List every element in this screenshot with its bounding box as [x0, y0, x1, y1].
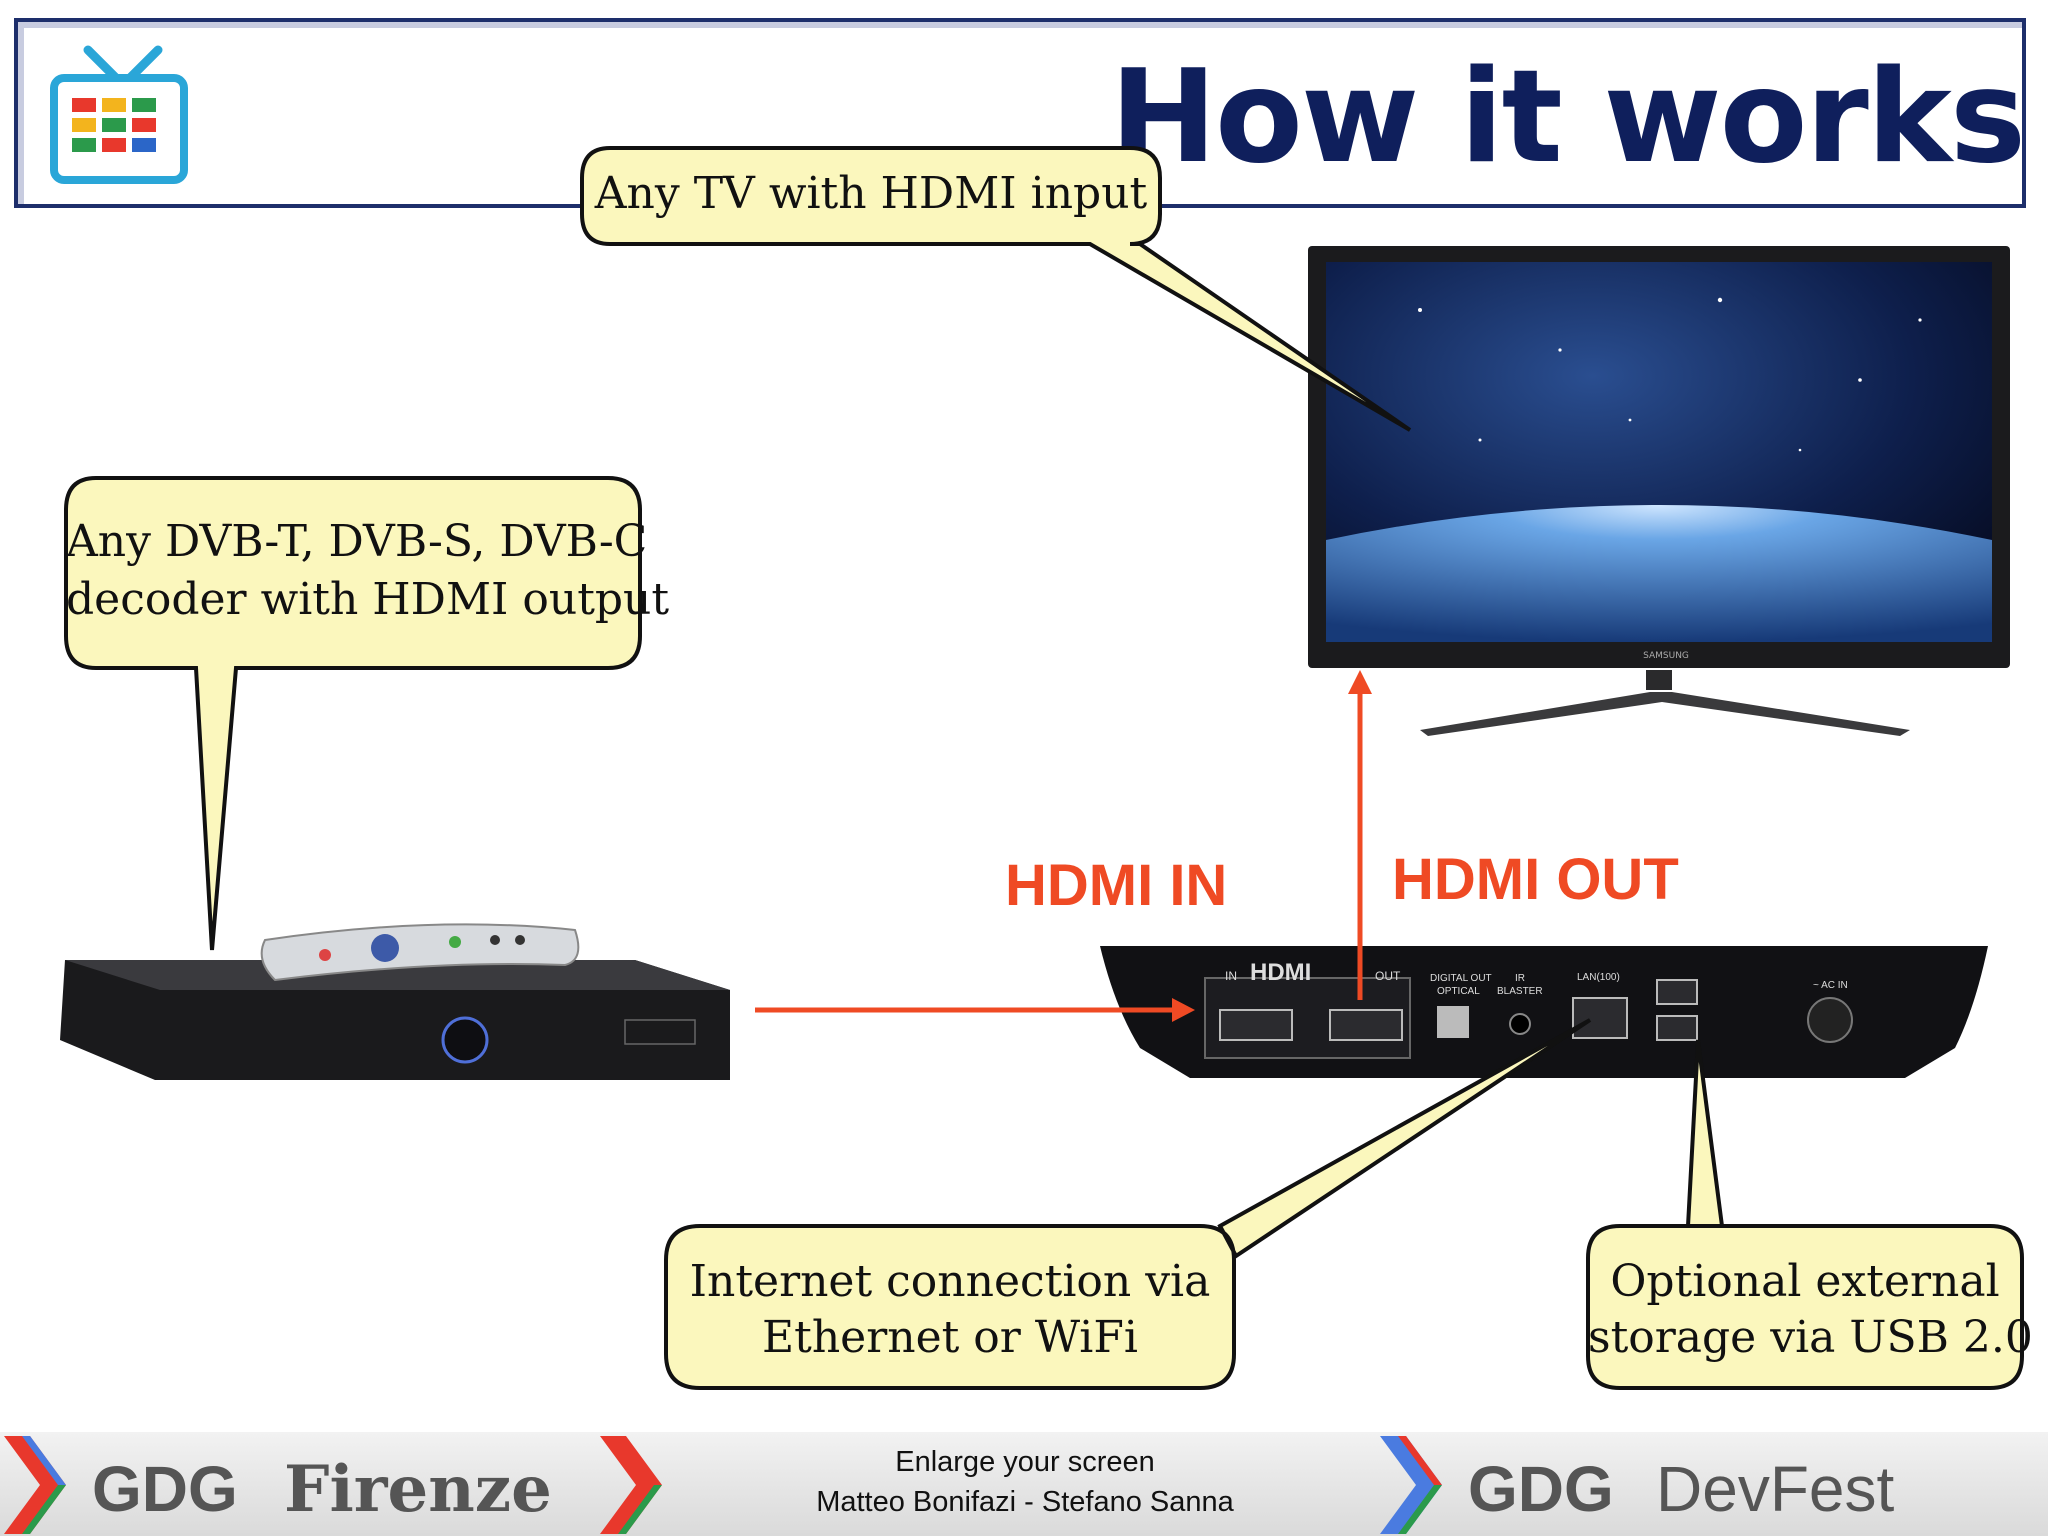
footer-authors: Matteo Bonifazi - Stefano Sanna [816, 1486, 1234, 1518]
hdmi-port-label: HDMI [1250, 959, 1311, 986]
tv-callout-bubble [580, 146, 1412, 432]
ir-blaster-label: BLASTER [1497, 986, 1543, 997]
footer-chevrons [4, 1436, 1442, 1534]
decoder-image [60, 923, 730, 1080]
chevron-mid-icon [600, 1436, 662, 1534]
storage-callout-bubble [1586, 1039, 2024, 1390]
footer-right-logo-devfest: DevFest [1656, 1453, 1895, 1525]
digital-out-label: DIGITAL OUT [1430, 973, 1492, 984]
hdmi-in-arrowhead [1172, 998, 1195, 1022]
footer-center-text: Enlarge your screen Matteo Bonifazi - St… [700, 1442, 1350, 1522]
media-box-image: HDMI IN OUT DIGITAL OUT OPTICAL IR BLAST… [1100, 946, 1988, 1078]
footer-left-logo-firenze: Firenze [284, 1452, 552, 1527]
storage-callout-line1: Optional external [1610, 1256, 2000, 1307]
tv-brand-label: SAMSUNG [1643, 651, 1689, 661]
footer-right-logo-gdg: GDG [1468, 1453, 1614, 1525]
hdmi-in-label: HDMI IN [1005, 853, 1228, 918]
tv-logo-icon [50, 45, 188, 184]
storage-callout-line2: storage via USB 2.0 [1588, 1312, 2033, 1363]
hdmi-out-port-label: OUT [1375, 969, 1401, 983]
hdmi-out-arrowhead [1348, 670, 1372, 694]
internet-callout-bubble [664, 1018, 1592, 1390]
internet-callout-line2: Ethernet or WiFi [762, 1312, 1138, 1363]
footer-subtitle: Enlarge your screen [895, 1446, 1155, 1478]
tv-image: SAMSUNG [1308, 246, 2010, 736]
ac-in-label: ~ AC IN [1813, 980, 1848, 991]
decoder-callout-bubble [64, 476, 642, 951]
page-title: How it works [1109, 43, 2026, 192]
ir-label: IR [1515, 973, 1525, 984]
hdmi-out-label: HDMI OUT [1392, 847, 1679, 912]
optical-label: OPTICAL [1437, 986, 1480, 997]
footer-left-logo-gdg: GDG [92, 1453, 238, 1525]
internet-callout-line1: Internet connection via [689, 1256, 1211, 1307]
lan-label: LAN(100) [1577, 972, 1620, 983]
decoder-callout-line1: Any DVB-T, DVB-S, DVB-C [66, 516, 648, 567]
chevron-right-icon [1380, 1436, 1442, 1534]
tv-callout-text: Any TV with HDMI input [594, 168, 1148, 219]
footer-bar [0, 1432, 2048, 1536]
chevron-left-icon [4, 1436, 66, 1534]
hdmi-in-port-label: IN [1225, 969, 1237, 983]
decoder-callout-line2: decoder with HDMI output [66, 574, 670, 625]
